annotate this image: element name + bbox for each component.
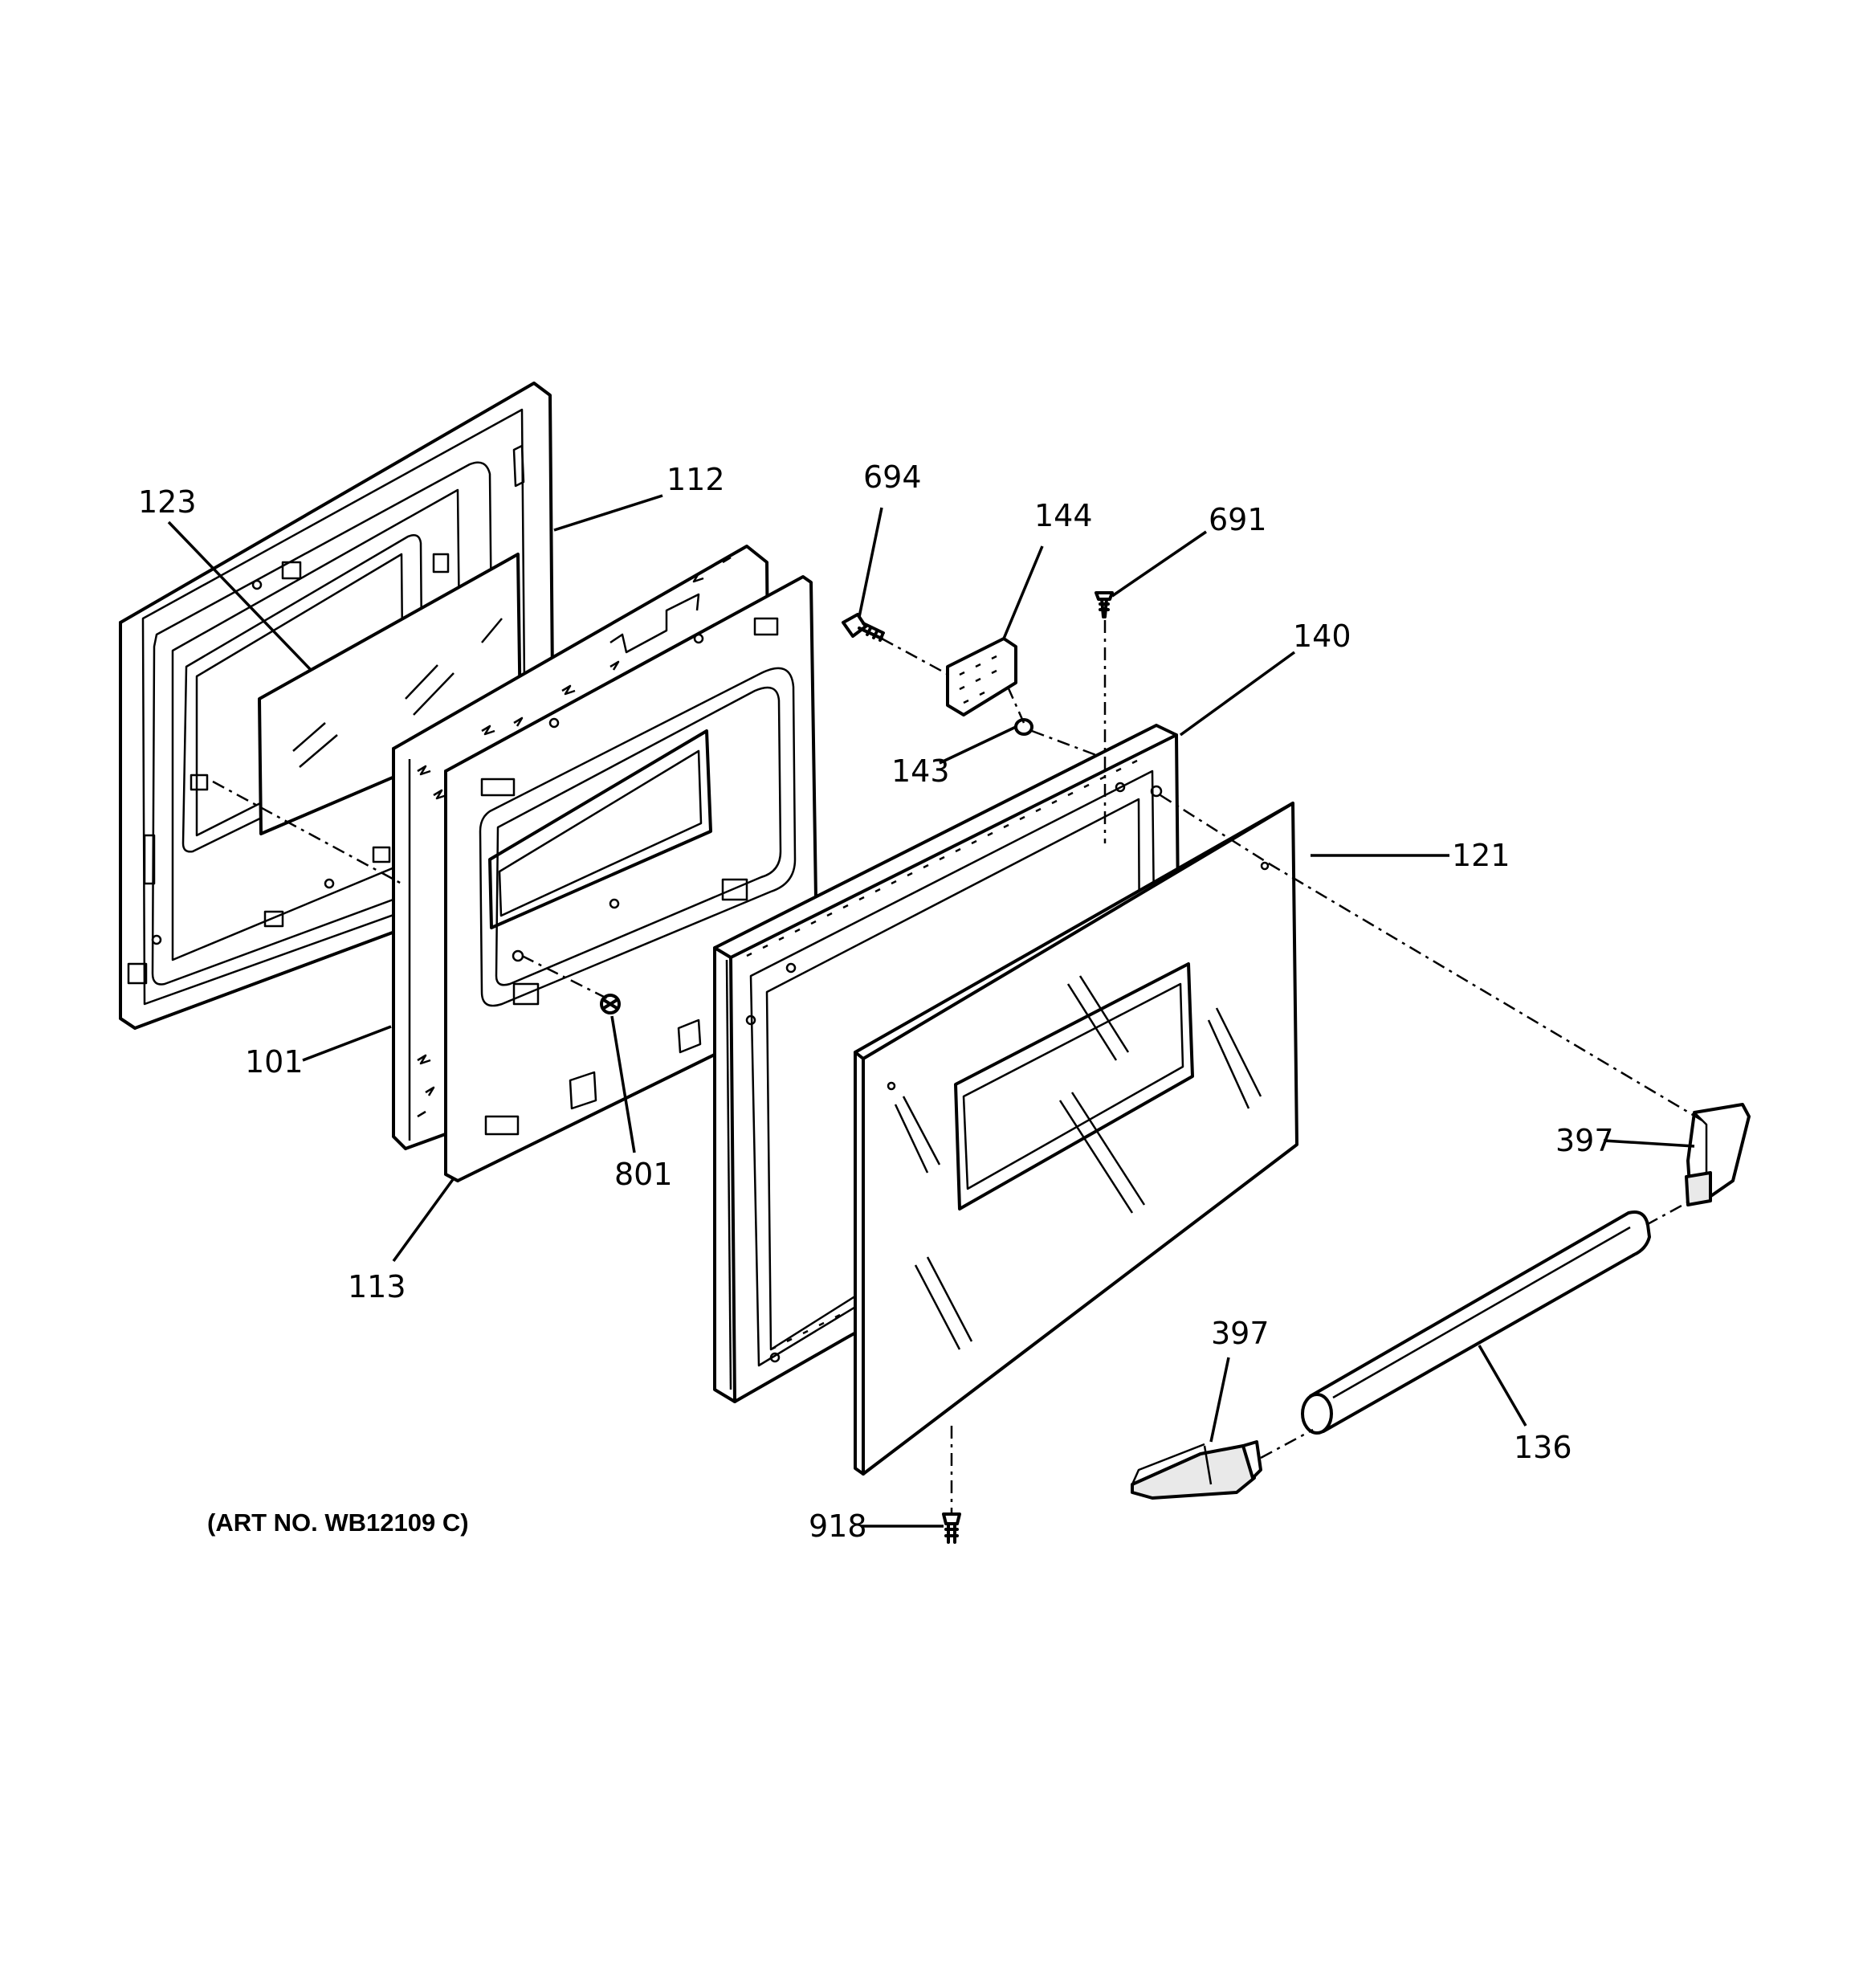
callout-918: 918 — [809, 1508, 867, 1544]
callout-123: 123 — [138, 484, 197, 520]
callout-397-bottom: 397 — [1211, 1316, 1270, 1351]
leader-lines — [167, 494, 1695, 1528]
callout-694: 694 — [863, 459, 922, 495]
screw-801 — [600, 994, 621, 1014]
callout-140: 140 — [1293, 618, 1351, 654]
callout-112: 112 — [667, 462, 725, 497]
callout-801: 801 — [614, 1157, 673, 1192]
callout-113: 113 — [348, 1269, 406, 1304]
art-number: (ART NO. WB12109 C) — [207, 1508, 469, 1537]
callout-691: 691 — [1209, 502, 1267, 537]
callout-144: 144 — [1034, 498, 1093, 533]
callout-121: 121 — [1452, 838, 1510, 873]
screw-691 — [1095, 591, 1114, 618]
handle-endcap-397-top — [1685, 1103, 1751, 1206]
outer-glass-121 — [854, 802, 1298, 1476]
callout-136: 136 — [1514, 1430, 1572, 1465]
assembly-lines — [212, 620, 1703, 1514]
handle-bar-136 — [1301, 1210, 1651, 1435]
callout-labels: 123 112 101 113 801 694 144 691 140 143 … — [138, 459, 1614, 1544]
callout-143: 143 — [891, 753, 950, 789]
callout-101: 101 — [245, 1044, 304, 1080]
screw-694 — [842, 613, 885, 642]
screw-918 — [942, 1512, 961, 1544]
handle-endcap-397-bottom — [1131, 1440, 1262, 1500]
bracket-144 — [946, 637, 1017, 716]
callout-397-top: 397 — [1555, 1123, 1614, 1158]
